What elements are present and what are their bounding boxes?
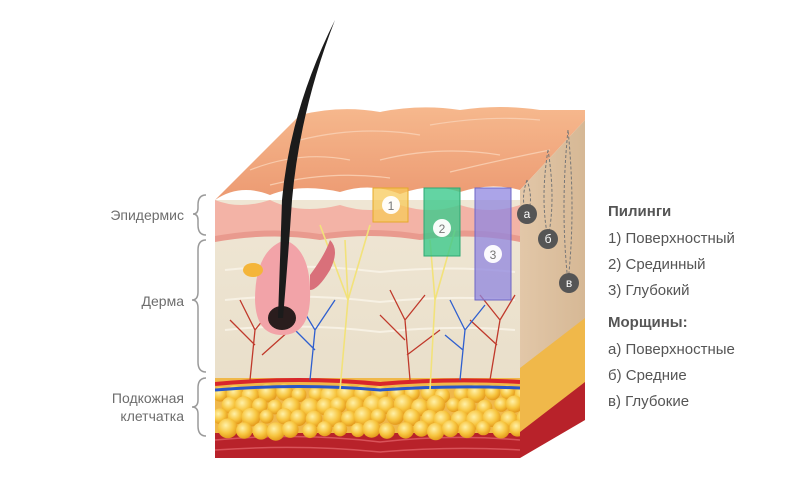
- legend-wrinkle-b: б) Средние: [608, 367, 687, 384]
- wrinkle-depth-markers: а б в: [517, 129, 579, 293]
- wrinkle-marker-c: в: [566, 276, 572, 290]
- fat-cell: [350, 422, 365, 438]
- bracket-dermis: [191, 239, 207, 373]
- fat-cell: [259, 409, 274, 424]
- fat-cell: [276, 408, 293, 425]
- fat-cell: [241, 407, 261, 427]
- label-subcutis: Подкожная клетчатка: [34, 389, 184, 425]
- fat-cell: [386, 407, 405, 425]
- fat-cell: [505, 395, 520, 413]
- fat-cell: [333, 422, 348, 437]
- fat-cell: [397, 422, 414, 439]
- fat-cell: [290, 409, 307, 427]
- fat-cell: [426, 422, 445, 441]
- peel-marker-1: 1: [388, 199, 395, 213]
- fat-cell: [341, 410, 357, 427]
- veins: [294, 299, 486, 381]
- fat-cell: [252, 422, 270, 440]
- sebaceous-gland: [243, 263, 263, 277]
- legend-peels-title: Пилинги: [608, 203, 672, 220]
- fat-cell: [426, 395, 446, 414]
- label-epidermis: Эпидермис: [110, 207, 184, 223]
- fat-cells: [215, 383, 520, 441]
- legend-peel-3: 3) Глубокий: [608, 282, 690, 299]
- peel-marker-3-rect: [474, 187, 512, 301]
- fat-cell: [370, 408, 386, 424]
- wrinkle-marker-b: б: [545, 232, 552, 246]
- fat-cell: [302, 423, 318, 439]
- label-dermis: Дерма: [141, 293, 184, 309]
- bracket-epidermis: [192, 194, 207, 236]
- bracket-subcutis: [191, 377, 207, 437]
- fat-cell: [492, 421, 510, 439]
- legend-wrinkle-a: а) Поверхностные: [608, 341, 735, 358]
- peel-marker-2: 2: [439, 222, 446, 236]
- layer-brackets: [191, 194, 207, 437]
- peel-marker-3: 3: [490, 248, 497, 262]
- fat-cell: [236, 422, 253, 439]
- fat-cell: [266, 422, 285, 441]
- fat-cell: [308, 386, 324, 402]
- fat-cell: [509, 420, 520, 437]
- legend-peel-2: 2) Срединный: [608, 256, 706, 273]
- wrinkle-marker-a: а: [524, 207, 531, 221]
- fat-cell: [362, 419, 381, 438]
- hair-shaft: [278, 20, 335, 318]
- legend: Пилинги 1) Поверхностный 2) Срединный 3)…: [608, 203, 735, 415]
- fat-cell: [446, 397, 461, 413]
- legend-wrinkles-title: Морщины:: [608, 314, 688, 331]
- fat-cell: [453, 386, 470, 402]
- fat-cell: [403, 408, 421, 427]
- legend-peel-1: 1) Поверхностный: [608, 230, 735, 247]
- fat-cell: [379, 423, 395, 439]
- label-subcutis-line2: клетчатка: [120, 408, 184, 424]
- fat-cell: [458, 421, 476, 439]
- label-subcutis-line1: Подкожная: [111, 390, 184, 406]
- fat-cell: [494, 397, 509, 412]
- peel-depth-markers: 1 2 3: [372, 187, 512, 301]
- fat-cell: [467, 384, 486, 403]
- fat-cell: [317, 421, 333, 437]
- fat-cell: [476, 420, 491, 436]
- skin-surface: [215, 107, 585, 200]
- legend-wrinkle-c: в) Глубокие: [608, 393, 690, 410]
- fat-cell: [413, 420, 430, 437]
- peel-marker-1-rect: [372, 187, 409, 223]
- fat-cell: [441, 420, 459, 438]
- fat-cell: [281, 421, 299, 438]
- fat-cell: [217, 418, 238, 439]
- arteries: [229, 289, 516, 381]
